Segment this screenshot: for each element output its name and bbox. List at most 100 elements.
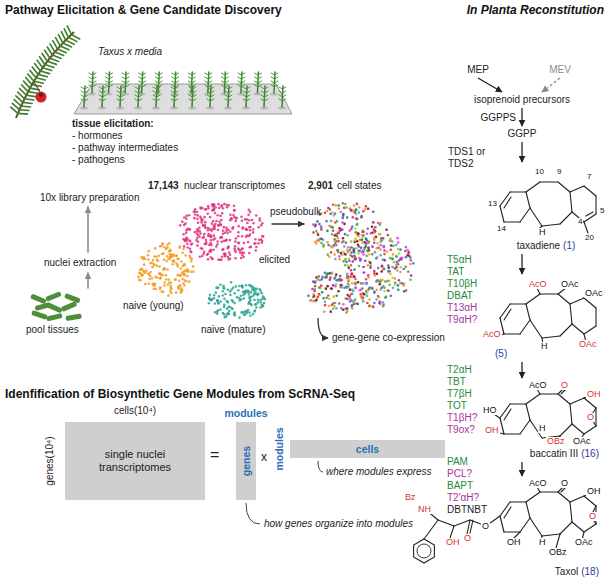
taxus-shoot-needle	[121, 87, 125, 89]
umap-point	[217, 224, 220, 227]
cell-state-point	[383, 245, 386, 248]
cell-state-point	[344, 203, 347, 206]
umap-point	[237, 242, 240, 245]
umap-point	[234, 245, 237, 248]
cell-state-point	[362, 296, 365, 299]
taxus-shoot-needle	[155, 81, 159, 83]
umap-point	[221, 255, 224, 258]
umap-point	[245, 235, 248, 238]
cell-state-point	[332, 302, 335, 305]
umap-point	[196, 244, 199, 247]
cell-state-point	[399, 282, 402, 285]
umap-point	[190, 258, 193, 261]
compound-structure: taxadiene(1)	[492, 164, 600, 252]
cell-state-point	[348, 283, 351, 286]
umap-point	[226, 300, 229, 303]
cell-state-point	[314, 223, 317, 226]
cell-state-point	[333, 277, 336, 280]
cell-state-point	[387, 289, 390, 292]
atom-number: 20	[584, 234, 595, 242]
node-text: single nuclei transcriptomes	[71, 448, 199, 474]
cell-state-point	[312, 296, 315, 299]
umap-point	[247, 289, 250, 292]
umap-point	[180, 289, 183, 292]
text-label: pseudobulk	[270, 206, 321, 218]
cell-state-point	[380, 270, 383, 273]
taxus-needle	[60, 46, 69, 50]
taxus-shoot-needle	[103, 95, 107, 97]
umap-point	[151, 277, 154, 280]
cell-state-point	[335, 244, 338, 247]
umap-point	[147, 254, 150, 257]
umap-point	[189, 250, 192, 253]
cell-state-point	[382, 301, 385, 304]
cell-state-point	[343, 260, 346, 263]
umap-point	[211, 209, 214, 212]
umap-point	[215, 220, 218, 223]
umap-point	[216, 299, 219, 302]
cell-state-point	[381, 239, 384, 242]
umap-point	[255, 246, 258, 249]
well-plate	[74, 84, 292, 114]
cell-state-point	[346, 273, 349, 276]
taxus-shoot-needle	[117, 95, 121, 97]
text-label: TDS1 or TDS2	[448, 146, 492, 170]
umap-point	[212, 238, 215, 241]
text-label: - hormones	[72, 130, 123, 142]
cell-state-point	[307, 294, 310, 297]
cell-state-point	[361, 241, 364, 244]
cell-state-point	[383, 253, 386, 256]
umap-point	[226, 307, 229, 310]
umap-point	[217, 229, 220, 232]
cell-state-point	[366, 233, 369, 236]
cell-state-point	[394, 267, 397, 270]
cell-state-point	[371, 253, 374, 256]
cell-state-point	[343, 223, 346, 226]
umap-point	[161, 243, 164, 246]
cell-state-point	[373, 237, 376, 240]
taxus-shoot-needle	[207, 99, 211, 101]
enzyme-name: DBTNBT	[447, 504, 487, 516]
cell-state-point	[379, 248, 382, 251]
umap-point	[254, 303, 257, 306]
cell-state-point	[324, 301, 327, 304]
taxus-shoot-needle	[225, 91, 229, 93]
cell-state-point	[349, 298, 352, 301]
molecule-bond	[540, 181, 558, 182]
molecule-bond	[504, 309, 511, 320]
taxus-shoot-needle	[172, 73, 176, 75]
text-label: Taxus x media	[98, 46, 162, 58]
taxus-shoot-needle	[93, 77, 97, 79]
umap-point	[155, 264, 158, 267]
taxus-shoot-needle	[155, 73, 159, 75]
taxus-shoot-needle	[142, 73, 146, 75]
text-label: elicited	[258, 254, 291, 266]
atom-number: 5	[599, 207, 605, 215]
cell-state-point	[351, 225, 354, 228]
taxus-shoot-needle	[109, 73, 113, 75]
cell-state-point	[331, 233, 334, 236]
molecule-bond	[560, 212, 572, 224]
umap-point	[209, 249, 212, 252]
umap-point	[147, 258, 150, 261]
cell-state-point	[346, 277, 349, 280]
umap-point	[160, 277, 163, 280]
cell-state-point	[317, 278, 320, 281]
umap-point	[215, 245, 218, 248]
taxus-shoot-needle	[89, 77, 93, 79]
umap-point	[248, 219, 251, 222]
cell-state-point	[312, 293, 315, 296]
umap-point	[257, 226, 260, 229]
cell-state-point	[392, 287, 395, 290]
umap-point	[205, 238, 208, 241]
atom-label: O	[586, 413, 595, 422]
taxus-shoot-needle	[159, 73, 163, 75]
cell-state-point	[351, 273, 354, 276]
cell-state-point	[353, 300, 356, 303]
cell-state-point	[348, 258, 351, 261]
umap-point	[210, 239, 213, 242]
cell-state-point	[342, 240, 345, 243]
cell-state-point	[316, 220, 319, 223]
cell-state-point	[362, 253, 365, 256]
umap-point	[217, 286, 220, 289]
